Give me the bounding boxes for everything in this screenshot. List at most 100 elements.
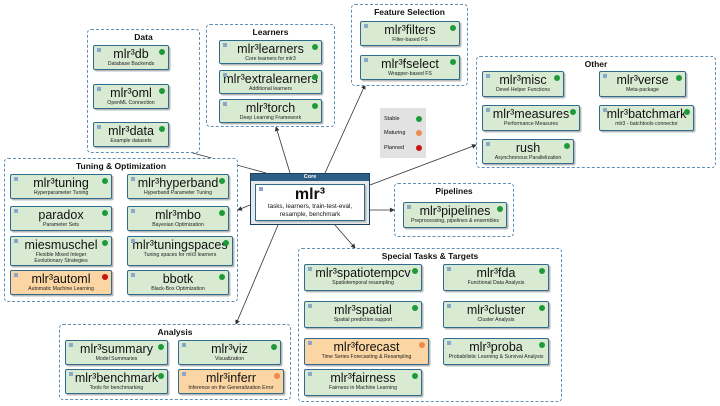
status-stable-icon — [570, 109, 576, 115]
package-name: paradox — [38, 208, 84, 222]
core-header: Core — [251, 174, 369, 181]
package-desc: Flexible Mixed Integer — [35, 252, 87, 258]
package-card-miesmuschel[interactable]: miesmuschel Flexible Mixed Integer Evolu… — [10, 236, 112, 266]
package-card-mlr3learners[interactable]: mlr³learners Core learners for mlr3 — [219, 40, 322, 64]
arrow-to-other — [369, 144, 477, 186]
package-name: mlr³verse — [616, 73, 669, 87]
package-card-paradox[interactable]: paradox Parameter Sets — [10, 206, 112, 231]
package-card-mlr3verse[interactable]: mlr³verse Meta-package — [599, 71, 686, 97]
package-card-mlr3proba[interactable]: mlr³proba Probabilistic Learning & Survi… — [443, 338, 549, 365]
package-card-mlr3forecast[interactable]: mlr³forecast Time Series Forecasting & R… — [304, 338, 429, 365]
package-name: mlr³batchmark — [606, 107, 687, 121]
package-logo-icon — [14, 209, 18, 213]
package-card-mlr3spatiotempcv[interactable]: mlr³spatiotempcv Spatiotemporal resampli… — [304, 264, 422, 291]
status-stable-icon — [412, 268, 418, 274]
package-desc: Model Summaries — [95, 356, 138, 362]
package-name: mlr³fda — [476, 266, 516, 280]
package-name: mlr³inferr — [206, 371, 256, 385]
status-stable-icon — [219, 178, 225, 184]
status-stable-icon — [416, 116, 422, 122]
package-desc: mlr3 - batchtools connector — [615, 121, 678, 127]
package-desc: Automatic Machine Learning — [28, 286, 94, 292]
package-name: mlr³db — [113, 47, 149, 61]
package-card-mlr3inferr[interactable]: mlr³inferr Inference on the Generalizati… — [178, 369, 284, 394]
package-desc: Asynchronous Parallelization — [494, 155, 562, 161]
package-name: mlr³automl — [31, 272, 91, 286]
status-stable-icon — [412, 373, 418, 379]
group-feature-selection: Feature Selection mlr³filters Filter-bas… — [351, 4, 468, 86]
group-title-other: Other — [584, 59, 608, 69]
package-logo-icon — [223, 73, 227, 77]
package-card-mlr3misc[interactable]: mlr³misc Devel Helper Functions — [482, 71, 564, 97]
group-title-analysis: Analysis — [157, 327, 193, 337]
group-title-special: Special Tasks & Targets — [381, 251, 479, 261]
package-name: mlr³learners — [237, 42, 304, 56]
legend-planned-label: Planned — [384, 145, 405, 151]
arrow-to-learners — [274, 126, 291, 174]
package-card-mlr3benchmark[interactable]: mlr³benchmark Tools for benchmarking — [65, 369, 168, 394]
package-logo-icon — [447, 267, 451, 271]
package-card-mlr3extralearners[interactable]: mlr³extralearners Additional learners — [219, 70, 322, 94]
package-desc-line2: Evolutionary Strategies — [34, 258, 88, 264]
package-card-mlr3tuningspaces[interactable]: mlr³tuningspaces Tuning spaces for mlr3 … — [127, 236, 233, 266]
package-card-mlr3mbo[interactable]: mlr³mbo Bayesian Optimization — [127, 206, 229, 231]
package-name: mlr³oml — [110, 86, 152, 100]
package-card-mlr3fselect[interactable]: mlr³fselect Wrapper-based FS — [360, 55, 460, 80]
package-card-mlr3batchmark[interactable]: mlr³batchmark mlr3 - batchtools connecto… — [599, 105, 694, 131]
package-card-mlr3db[interactable]: mlr³db Database Backends — [93, 45, 169, 70]
package-card-mlr3filters[interactable]: mlr³filters Filter-based FS — [360, 21, 460, 46]
package-desc: Meta-package — [626, 87, 659, 93]
status-stable-icon — [271, 344, 277, 350]
package-logo-icon — [69, 372, 73, 376]
package-logo-icon — [14, 177, 18, 181]
legend-stable-label: Stable — [384, 116, 400, 122]
package-card-mlr3fairness[interactable]: mlr³fairness Fairness in Machine Learnin… — [304, 369, 422, 396]
status-maturing-icon — [416, 130, 422, 136]
package-logo-icon — [308, 304, 312, 308]
package-card-mlr3measures[interactable]: mlr³measures Performance Measures — [482, 105, 580, 131]
package-card-bbotk[interactable]: bbotk Black-Box Optimization — [127, 270, 229, 295]
package-card-mlr3cluster[interactable]: mlr³cluster Cluster Analysis — [443, 301, 549, 328]
status-stable-icon — [312, 74, 318, 80]
status-maturing-icon — [274, 373, 280, 379]
package-name: mlr³misc — [499, 73, 547, 87]
package-card-mlr3[interactable]: mlr³ tasks, learners, train-test-eval, r… — [255, 184, 365, 221]
package-logo-icon — [131, 239, 135, 243]
status-stable-icon — [219, 210, 225, 216]
package-logo-icon — [97, 48, 101, 52]
group-title-learners: Learners — [252, 27, 289, 37]
status-stable-icon — [676, 75, 682, 81]
status-stable-icon — [497, 206, 503, 212]
package-card-mlr3fda[interactable]: mlr³fda Functional Data Analysis — [443, 264, 549, 291]
package-card-mlr3spatial[interactable]: mlr³spatial Spatial prediction support — [304, 301, 422, 328]
package-card-mlr3pipelines[interactable]: mlr³pipelines Preprocessing, pipelines &… — [403, 202, 507, 228]
status-stable-icon — [312, 103, 318, 109]
package-card-mlr3tuning[interactable]: mlr³tuning Hyperparameter Tuning — [10, 174, 112, 199]
package-card-mlr3summary[interactable]: mlr³summary Model Summaries — [65, 340, 168, 365]
status-stable-icon — [223, 240, 229, 246]
package-desc: Spatial prediction support — [333, 317, 393, 323]
package-name: mlr³benchmark — [74, 371, 159, 385]
status-stable-icon — [102, 210, 108, 216]
package-card-mlr3oml[interactable]: mlr³oml OpenML Connection — [93, 84, 169, 109]
group-title-tuning: Tuning & Optimization — [75, 161, 167, 171]
package-card-mlr3hyperband[interactable]: mlr³hyperband Hyperband Parameter Tuning — [127, 174, 229, 199]
package-desc: Parameter Sets — [42, 222, 80, 228]
package-card-mlr3torch[interactable]: mlr³torch Deep Learning Framework — [219, 99, 322, 123]
status-stable-icon — [564, 143, 570, 149]
package-logo-icon — [308, 372, 312, 376]
package-desc: Tuning spaces for mlr3 learners — [143, 252, 217, 258]
package-logo-icon — [486, 142, 490, 146]
package-logo-icon — [182, 372, 186, 376]
package-desc: Inference on the Generalization Error — [188, 385, 274, 391]
status-stable-icon — [539, 342, 545, 348]
package-desc: Hyperband Parameter Tuning — [143, 190, 213, 196]
package-name: mlr³summary — [80, 342, 153, 356]
package-name: mlr³fairness — [330, 371, 396, 385]
package-card-rush[interactable]: rush Asynchronous Parallelization — [482, 139, 574, 164]
package-card-mlr3automl[interactable]: mlr³automl Automatic Machine Learning — [10, 270, 112, 295]
package-card-mlr3viz[interactable]: mlr³viz Visualization — [178, 340, 281, 365]
package-desc: Functional Data Analysis — [467, 280, 525, 286]
package-card-mlr3data[interactable]: mlr³data Example datasets — [93, 122, 169, 147]
